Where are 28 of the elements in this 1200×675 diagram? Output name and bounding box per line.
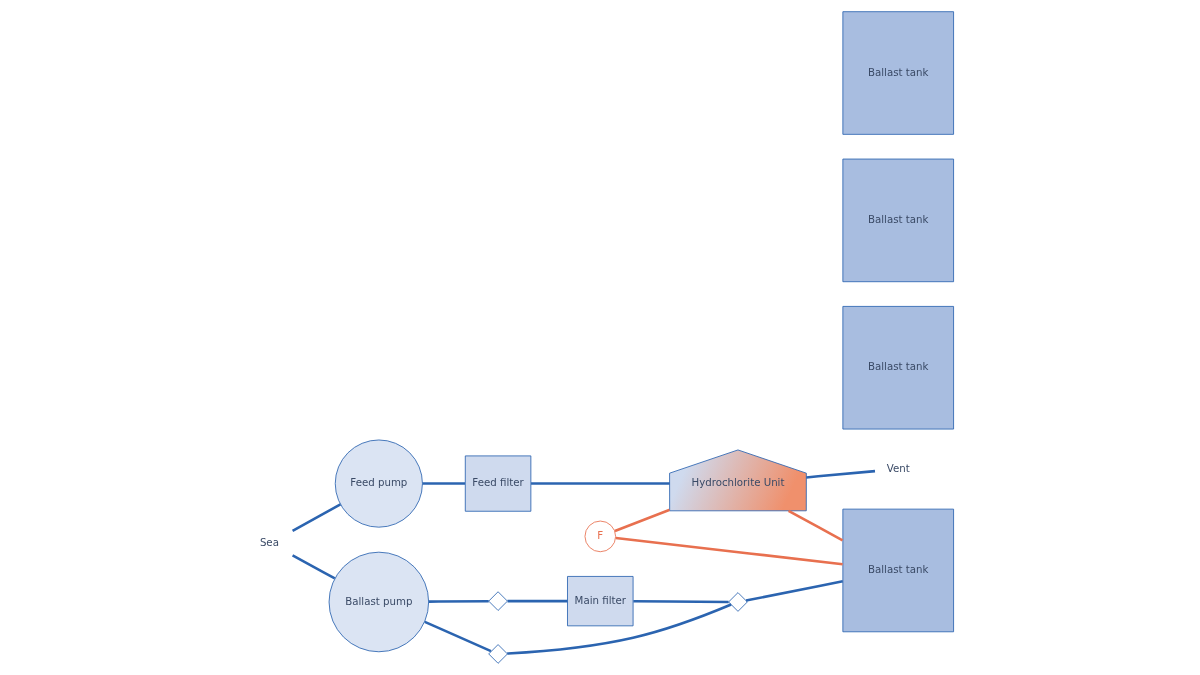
node-valve xyxy=(728,592,748,612)
node-box: Ballast tank xyxy=(842,11,954,135)
connector xyxy=(424,620,492,653)
node-box: Ballast tank xyxy=(842,158,954,283)
connector xyxy=(614,508,670,533)
node-box: Ballast tank xyxy=(842,508,954,633)
node-box: Main filter xyxy=(567,576,634,627)
node-text: Vent xyxy=(886,462,910,474)
connector xyxy=(787,509,844,542)
node-circle: Ballast pump xyxy=(328,551,430,653)
node-valve xyxy=(488,591,508,611)
connector xyxy=(507,603,732,655)
node-circle: Feed pump xyxy=(334,439,423,528)
connector xyxy=(615,536,843,566)
node-valve xyxy=(488,644,508,664)
connector xyxy=(531,482,670,485)
connector xyxy=(291,554,336,580)
node-box: Feed filter xyxy=(464,455,532,512)
connector xyxy=(422,482,465,485)
node-box: Ballast tank xyxy=(842,306,954,430)
node-text: Sea xyxy=(259,536,279,548)
connector xyxy=(428,599,489,603)
connector xyxy=(507,599,568,603)
connector xyxy=(806,469,876,479)
node-circle: F xyxy=(584,520,617,553)
connector xyxy=(745,580,844,602)
connector xyxy=(291,503,342,532)
connector xyxy=(633,600,729,604)
